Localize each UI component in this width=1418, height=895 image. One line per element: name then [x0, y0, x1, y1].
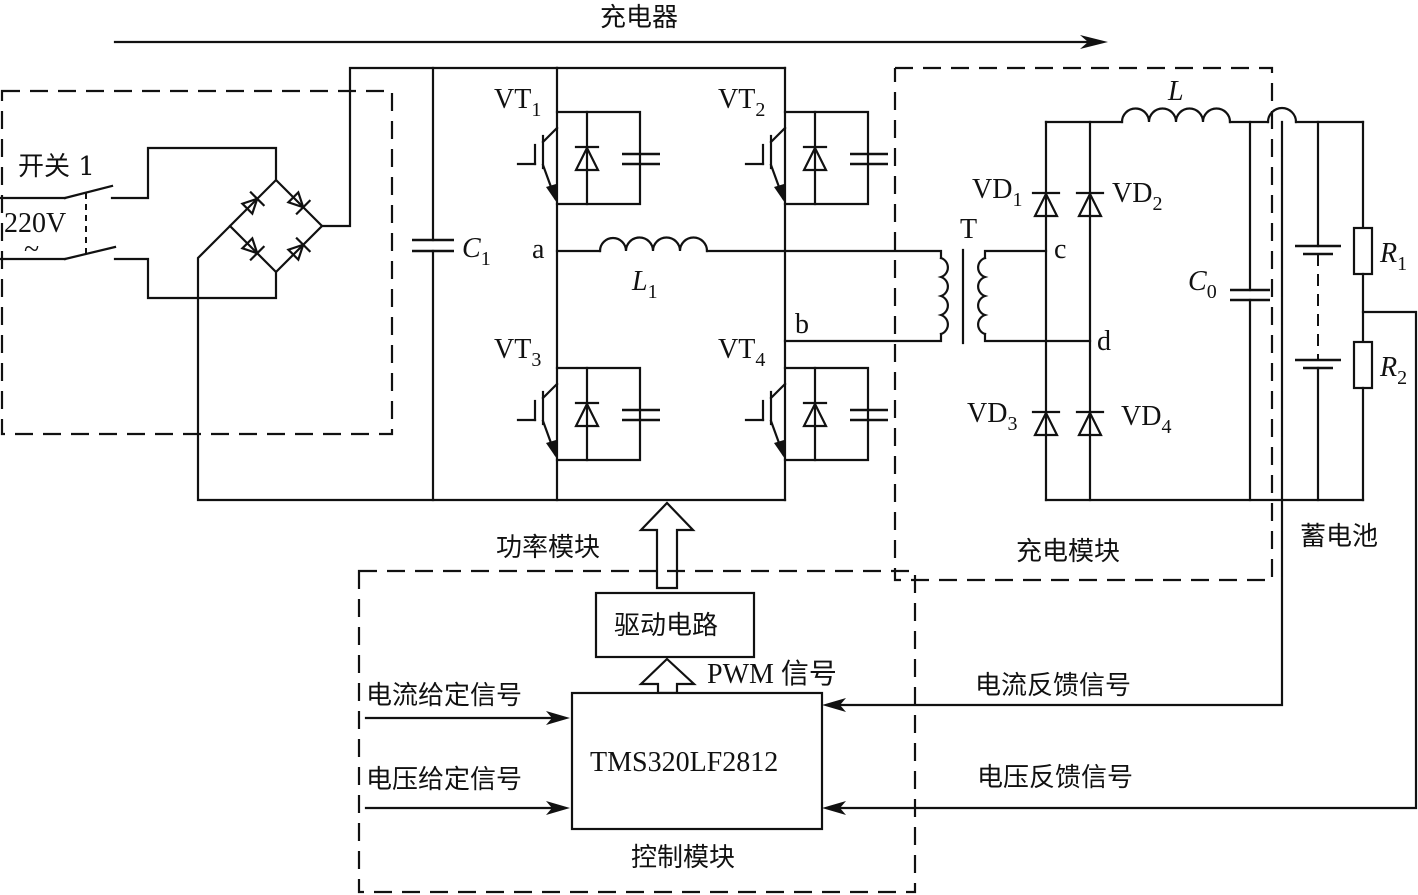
- r2-label: R2: [1379, 352, 1407, 389]
- igbt-vt3: [516, 366, 660, 462]
- vd4-label: VD4: [1121, 401, 1171, 438]
- resistor-r2: [1352, 340, 1374, 390]
- output-rectifier: [1031, 120, 1365, 502]
- controller-block: [570, 691, 824, 831]
- vt4-label: VT4: [718, 334, 765, 371]
- igbt-vt4: [744, 366, 888, 462]
- controller-label: TMS320LF2812: [590, 747, 778, 778]
- capacitor-c1: [412, 66, 454, 502]
- igbt-vt2: [744, 110, 888, 206]
- igbt-vt1: [516, 110, 660, 206]
- vd2-label: VD2: [1112, 178, 1162, 215]
- inductor-l: [1120, 106, 1365, 124]
- control-module-label: 控制模块: [631, 843, 735, 873]
- bridge-rectifier: [196, 66, 787, 502]
- diode-vd4: [1075, 410, 1105, 437]
- switch-1: [0, 146, 278, 300]
- vt3-label: VT3: [494, 334, 541, 371]
- power-module-label: 功率模块: [496, 533, 600, 563]
- pwm-arrow: [638, 657, 697, 695]
- l-label: L: [1167, 76, 1184, 107]
- c0-label: C0: [1188, 266, 1217, 303]
- transformer-t: [937, 248, 1092, 345]
- voltage-label: 220V: [4, 208, 66, 239]
- battery-label: 蓄电池: [1300, 522, 1378, 552]
- diode-vd1: [1031, 191, 1061, 218]
- control-module-boundary: [357, 569, 917, 894]
- charging-module-boundary: [893, 66, 1274, 582]
- vd3-label: VD3: [967, 398, 1017, 435]
- ac-symbol: ~: [24, 234, 39, 265]
- node-a-label: a: [532, 234, 545, 265]
- resistor-r1: [1352, 226, 1374, 276]
- node-c-label: c: [1054, 234, 1066, 265]
- current-ref-label: 电流给定信号: [366, 681, 522, 711]
- charger-flow-arrow: [113, 35, 1108, 49]
- c1-label: C1: [462, 233, 491, 270]
- l1-label: L1: [631, 266, 658, 303]
- pwm-signal-label: PWM 信号: [707, 658, 837, 690]
- voltage-feedback-wire: [834, 310, 1418, 810]
- battery-cells: [1295, 120, 1341, 502]
- node-b-label: b: [795, 309, 809, 340]
- inductor-l1: [555, 236, 943, 260]
- r1-label: R1: [1379, 238, 1407, 275]
- voltage-divider: [822, 120, 1418, 815]
- node-b-wire: [783, 332, 943, 343]
- diode-vd3: [1031, 410, 1061, 437]
- vd1-label: VD1: [972, 174, 1022, 211]
- node-d-label: d: [1097, 326, 1111, 357]
- capacitor-c0: [1230, 120, 1270, 502]
- vt1-label: VT1: [494, 84, 541, 121]
- charging-module-label: 充电模块: [1016, 537, 1120, 567]
- transformer-label: T: [960, 214, 977, 245]
- voltage-feedback-label: 电压反馈信号: [977, 763, 1133, 793]
- driver-circuit-label: 驱动电路: [614, 611, 718, 641]
- current-feedback-label: 电流反馈信号: [975, 671, 1131, 701]
- voltage-ref-label: 电压给定信号: [366, 765, 522, 795]
- drive-to-power-arrow: [638, 501, 696, 590]
- driver-circuit-block: [594, 591, 756, 659]
- diode-vd2: [1075, 191, 1105, 218]
- vt2-label: VT2: [718, 84, 765, 121]
- current-feedback-wire: [834, 120, 1284, 707]
- charger-label: 充电器: [600, 3, 678, 33]
- switch-label: 开关 1: [18, 152, 95, 182]
